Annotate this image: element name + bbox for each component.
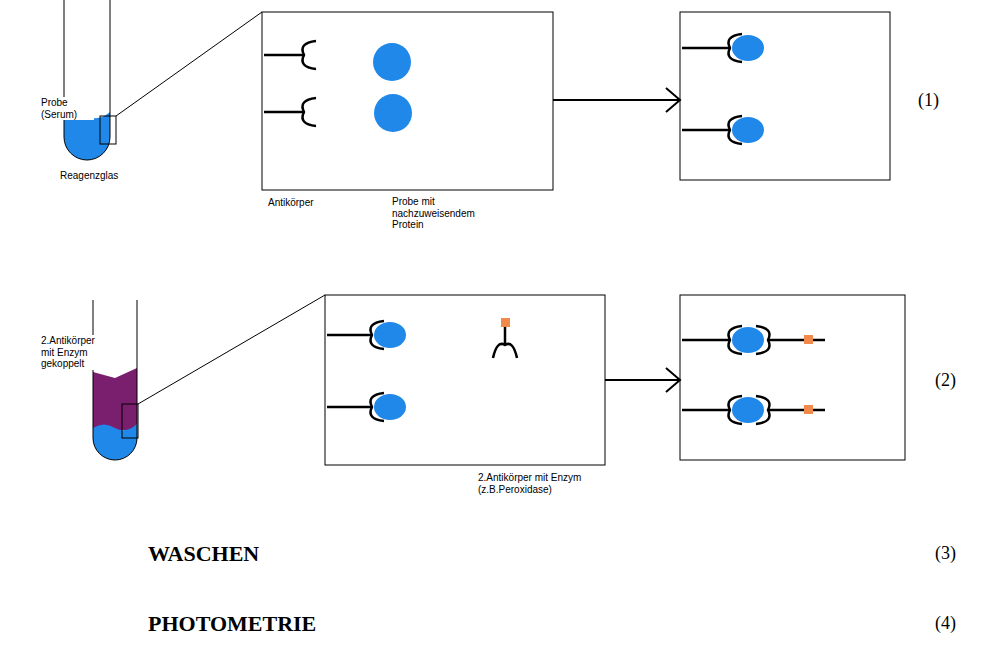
protein bbox=[374, 394, 406, 420]
protein bbox=[374, 322, 406, 348]
callout-number: (1) bbox=[918, 90, 958, 111]
antibody-stem bbox=[682, 47, 730, 50]
antibody-cup bbox=[303, 98, 317, 126]
zoom-frame bbox=[100, 116, 116, 144]
protein bbox=[732, 397, 764, 423]
zoom-line bbox=[138, 295, 325, 404]
part-label: Reagenzglas bbox=[60, 170, 140, 182]
test-tube bbox=[64, 0, 110, 160]
part-label: Probe mit nachzuweisendem Protein bbox=[392, 196, 492, 231]
antibody-stem bbox=[504, 327, 507, 345]
antibody-stem bbox=[768, 339, 825, 342]
liquid bbox=[93, 368, 137, 430]
step-label: PHOTOMETRIE bbox=[148, 611, 388, 636]
antibody-stem bbox=[327, 334, 372, 337]
antibody-cup bbox=[756, 326, 770, 354]
sample-label: Probe (Serum) bbox=[40, 97, 94, 120]
arrow-head bbox=[666, 88, 680, 112]
process-arrow bbox=[553, 99, 680, 101]
callout-number: (2) bbox=[935, 370, 975, 391]
sample-label: 2.Antikörper mit Enzym gekoppelt bbox=[40, 335, 110, 370]
part-label: 2.Antikörper mit Enzym (z.B.Peroxidase) bbox=[478, 472, 608, 495]
step-label: WASCHEN bbox=[148, 541, 348, 566]
enzyme bbox=[804, 335, 813, 344]
protein bbox=[374, 94, 412, 132]
antibody-cup bbox=[493, 344, 517, 358]
protein bbox=[732, 327, 764, 353]
antibody-stem bbox=[682, 129, 730, 132]
antibody-cup bbox=[756, 396, 770, 424]
process-arrow bbox=[605, 379, 680, 381]
part-label: Antikörper bbox=[268, 197, 348, 209]
zoom-box bbox=[325, 295, 605, 465]
liquid bbox=[93, 424, 137, 460]
antibody-stem bbox=[264, 54, 304, 57]
antibody-stem bbox=[264, 111, 304, 114]
protein bbox=[732, 117, 764, 143]
antibody-cup bbox=[303, 41, 317, 69]
antibody-stem bbox=[327, 406, 372, 409]
arrow-head bbox=[666, 368, 680, 392]
enzyme bbox=[804, 405, 813, 414]
callout-number: (3) bbox=[935, 543, 975, 564]
zoom-box bbox=[262, 12, 553, 190]
antibody-stem bbox=[682, 409, 730, 412]
result-box bbox=[680, 12, 890, 180]
protein bbox=[373, 43, 411, 81]
test-tube bbox=[93, 300, 137, 460]
result-box bbox=[680, 295, 905, 460]
enzyme bbox=[501, 318, 510, 327]
zoom-line bbox=[116, 12, 262, 116]
zoom-frame bbox=[122, 404, 138, 438]
protein bbox=[732, 35, 764, 61]
antibody-stem bbox=[682, 339, 730, 342]
antibody-stem bbox=[768, 409, 825, 412]
callout-number: (4) bbox=[935, 613, 975, 634]
